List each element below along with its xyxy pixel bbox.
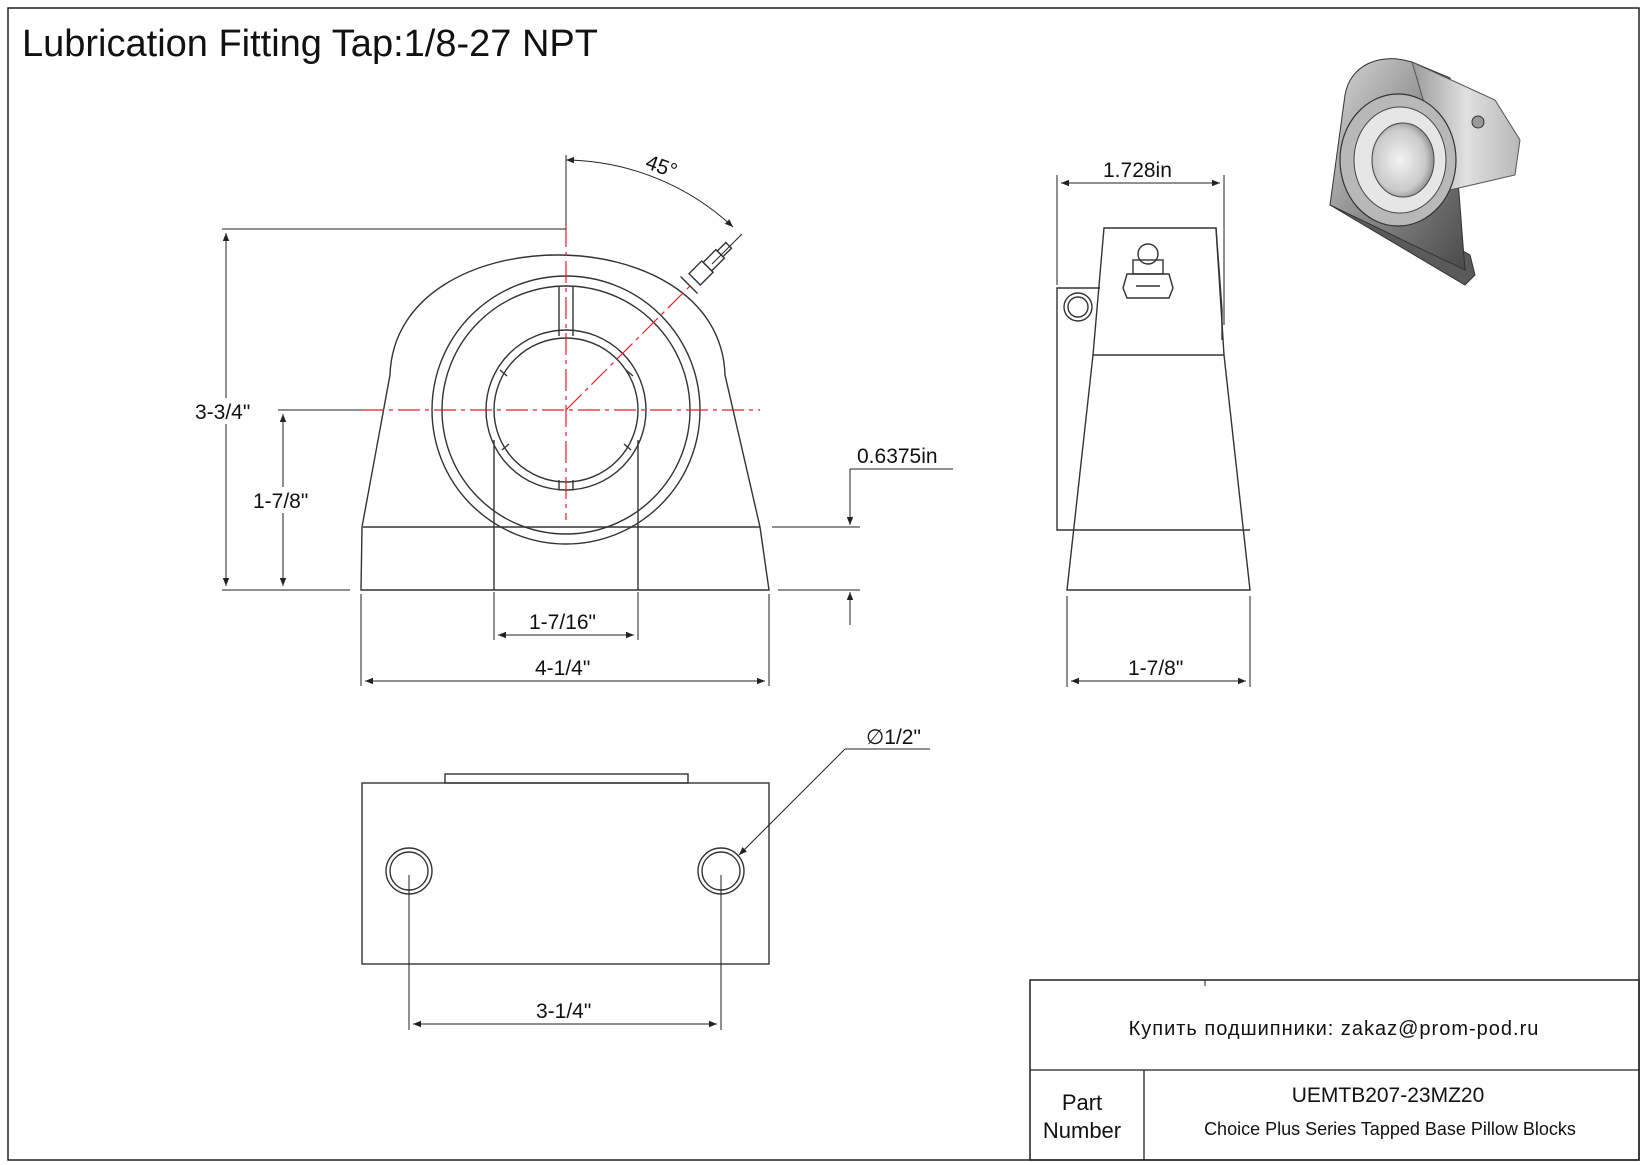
front-view: 45° 3-3/4" 1-7/8" 0.6375in 1-7/16" 4-1/4…	[192, 151, 953, 686]
part-label-line1: Part	[1062, 1090, 1102, 1115]
part-description: Choice Plus Series Tapped Base Pillow Bl…	[1204, 1119, 1576, 1139]
bottom-view: ∅1/2" 3-1/4"	[361, 726, 930, 1030]
centerline-angled	[565, 285, 691, 411]
angle-arc	[565, 156, 734, 228]
base-plate	[361, 782, 770, 965]
side-flange	[1056, 287, 1100, 531]
angle-label: 45°	[642, 151, 680, 183]
tap-diameter-label: ∅1/2"	[866, 726, 921, 749]
base-thickness-label: 0.6375in	[857, 445, 938, 468]
diameter-leader	[738, 748, 846, 856]
overall-length-label: 4-1/4"	[535, 657, 590, 680]
side-outline	[1066, 227, 1251, 591]
side-setscrew	[1063, 292, 1093, 322]
base-tab	[444, 773, 689, 784]
side-width-base-label: 1-7/8"	[1128, 657, 1183, 680]
housing-outline	[360, 254, 770, 591]
slot-mark	[623, 443, 632, 451]
angle-ext-line	[711, 233, 743, 265]
slot-mark	[625, 369, 634, 377]
part-label-line2: Number	[1043, 1118, 1121, 1143]
slot-mark	[499, 369, 508, 377]
bore-label: 1-7/16"	[529, 611, 596, 634]
part-number: UEMTB207-23MZ20	[1292, 1084, 1485, 1107]
side-grease-fitting	[1122, 243, 1174, 299]
title-block: Купить подшипники: zakaz@prom-pod.ru Par…	[1029, 979, 1640, 1161]
drawing-title: Lubrication Fitting Tap:1/8-27 NPT	[22, 23, 598, 65]
side-step	[1215, 227, 1223, 340]
slot-mark	[501, 443, 510, 451]
sheet-border	[7, 7, 1640, 1161]
side-width-top-label: 1.728in	[1103, 159, 1172, 182]
iso-setscrew	[1471, 115, 1485, 129]
side-view: 1.728in 1-7/8"	[1056, 159, 1251, 687]
contact-text: Купить подшипники: zakaz@prom-pod.ru	[1129, 1018, 1540, 1040]
bolt-spacing-label: 3-1/4"	[536, 1000, 591, 1023]
overall-height-label: 3-3/4"	[195, 401, 250, 424]
iso-bore	[1371, 122, 1435, 198]
grease-fitting	[680, 241, 733, 294]
center-height-label: 1-7/8"	[253, 490, 308, 513]
isometric-rendering	[1329, 58, 1521, 286]
side-setscrew-inner	[1067, 296, 1089, 318]
